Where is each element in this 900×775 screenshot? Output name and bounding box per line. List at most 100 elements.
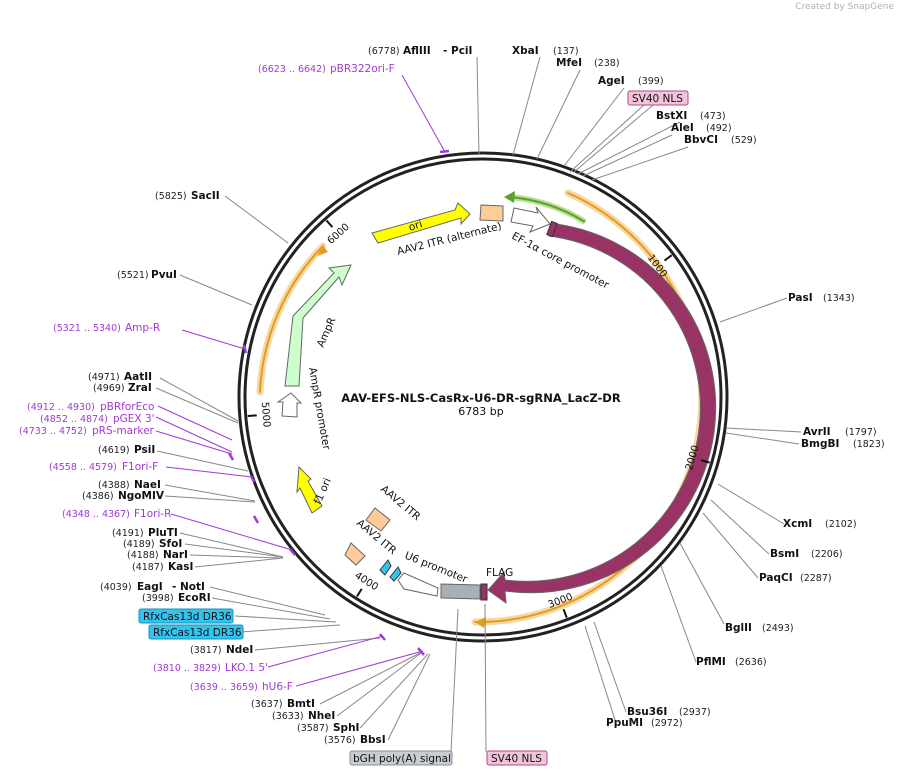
primer-range-hu6f: (3639 .. 3659) bbox=[190, 682, 258, 693]
feature-ampr[interactable] bbox=[284, 264, 352, 387]
feature-f1ori[interactable] bbox=[296, 465, 323, 514]
enzyme-name-agei[interactable]: AgeI bbox=[598, 75, 625, 87]
feature-label-flag: FLAG bbox=[486, 567, 513, 579]
enzyme-pos-sfoi: (4189) bbox=[123, 539, 155, 550]
enzyme-name-afliii[interactable]: AflIII bbox=[403, 45, 431, 57]
feature-efs[interactable] bbox=[510, 206, 551, 233]
primer-range-pbr322ori: (6623 .. 6642) bbox=[258, 64, 326, 75]
boxed-label-sv40nls-top[interactable]: SV40 NLS bbox=[627, 90, 689, 106]
enzyme-name-bglii[interactable]: BglII bbox=[725, 622, 752, 634]
feature-ori[interactable] bbox=[371, 202, 471, 244]
enzyme-pos-eagi: (4039) bbox=[100, 582, 132, 593]
feature-sv40nls-mark bbox=[546, 220, 558, 238]
primer-range-pgex3: (4852 .. 4874) bbox=[40, 414, 108, 425]
primer-range-f1ori-r: (4348 .. 4367) bbox=[62, 509, 130, 520]
feature-aav2itr-alt[interactable] bbox=[479, 204, 504, 222]
svg-text:RfxCas13d DR36: RfxCas13d DR36 bbox=[143, 611, 232, 623]
ruler-tick-5000 bbox=[247, 414, 257, 418]
enzyme-name-paqci[interactable]: PaqCI bbox=[759, 572, 793, 584]
enzyme-name-psii[interactable]: PsiI bbox=[134, 444, 155, 456]
enzyme-pos-paqci: (2287) bbox=[800, 573, 832, 584]
primer-range-lko15: (3810 .. 3829) bbox=[153, 663, 221, 674]
enzyme-pos-bsmi: (2206) bbox=[811, 549, 843, 560]
enzyme-name-kasi[interactable]: KasI bbox=[168, 561, 193, 573]
primer-name-pbrforeco[interactable]: pBRforEco bbox=[100, 401, 154, 413]
enzyme-name-ppumi[interactable]: PpuMI bbox=[606, 717, 643, 729]
enzyme-pos-xcmi: (2102) bbox=[825, 519, 857, 530]
boxed-label-bgh[interactable]: bGH poly(A) signal bbox=[349, 750, 453, 766]
enzyme-name-xbai[interactable]: XbaI bbox=[512, 45, 539, 57]
feature-bgh[interactable] bbox=[440, 583, 481, 600]
ruler-tick-4000 bbox=[356, 588, 363, 598]
boxed-labels: SV40 NLS RfxCas13d DR36 RfxCas13d DR36 b… bbox=[138, 90, 689, 766]
feature-ampr-promoter[interactable] bbox=[276, 392, 303, 418]
boxed-label-rfx-dr36-a[interactable]: RfxCas13d DR36 bbox=[138, 608, 234, 624]
enzyme-pos-sacii: (5825) bbox=[155, 191, 187, 202]
enzyme-name-pflmi[interactable]: PflMI bbox=[696, 656, 726, 668]
enzyme-name-pvui[interactable]: PvuI bbox=[151, 269, 177, 281]
feature-aav2itr-2[interactable] bbox=[344, 542, 366, 566]
enzyme-name-sphi[interactable]: SphI bbox=[333, 722, 359, 734]
enzyme-pos-bbsi: (3576) bbox=[324, 735, 356, 746]
enzyme-pos-bbvci: (529) bbox=[731, 135, 757, 146]
enzyme-name-nhei[interactable]: NheI bbox=[308, 710, 335, 722]
enzyme-name-naei[interactable]: NaeI bbox=[134, 479, 161, 491]
enzyme-pos-alei: (492) bbox=[706, 123, 732, 134]
ruler-tick-6000 bbox=[325, 219, 334, 228]
enzyme-pos-psii: (4619) bbox=[98, 445, 130, 456]
primer-name-f1ori-r[interactable]: F1ori-R bbox=[134, 508, 171, 520]
enzyme-name-bstxi[interactable]: BstXI bbox=[656, 110, 687, 122]
enzyme-name-sacii[interactable]: SacII bbox=[191, 190, 220, 202]
feature-flag[interactable] bbox=[480, 583, 488, 601]
primer-range-prs-marker: (4733 .. 4752) bbox=[19, 426, 87, 437]
primer-name-hu6f[interactable]: hU6-F bbox=[262, 681, 293, 693]
enzyme-name-avrii[interactable]: AvrII bbox=[803, 426, 831, 438]
feature-rfxcas13d[interactable] bbox=[487, 223, 717, 605]
primer-name-pbr322ori[interactable]: pBR322ori-F bbox=[330, 63, 395, 75]
enzyme-name-eagi[interactable]: EagI bbox=[137, 581, 163, 593]
enzyme-name-bsu36i[interactable]: Bsu36I bbox=[627, 706, 667, 718]
feature-dr36-a[interactable] bbox=[379, 559, 392, 576]
feature-label-f1ori: f1 ori bbox=[312, 476, 334, 506]
svg-text:bGH poly(A) signal: bGH poly(A) signal bbox=[353, 753, 451, 765]
plasmid-length: 6783 bp bbox=[458, 405, 503, 418]
enzyme-name-bsmi[interactable]: BsmI bbox=[770, 548, 799, 560]
enzyme-name-bbvci[interactable]: BbvCI bbox=[684, 134, 718, 146]
enzyme-pos-bsu36i: (2937) bbox=[679, 707, 711, 718]
primer-range-ampr: (5321 .. 5340) bbox=[53, 323, 121, 334]
primer-name-prs-marker[interactable]: pRS-marker bbox=[92, 425, 155, 437]
enzyme-name-zrai[interactable]: ZraI bbox=[128, 382, 152, 394]
enzyme-name-xcmi[interactable]: XcmI bbox=[783, 518, 812, 530]
feature-dr36-b[interactable] bbox=[389, 566, 402, 582]
enzyme-name-nari[interactable]: NarI bbox=[163, 549, 188, 561]
feature-label-ampr-promoter: AmpR promoter bbox=[306, 366, 332, 451]
enzyme-name-pluti[interactable]: PluTI bbox=[148, 527, 178, 539]
boxed-label-sv40nls-bottom[interactable]: SV40 NLS bbox=[486, 750, 548, 766]
primer-name-ampr[interactable]: Amp-R bbox=[125, 322, 160, 334]
boxed-label-rfx-dr36-b[interactable]: RfxCas13d DR36 bbox=[148, 624, 244, 640]
primer-name-pgex3[interactable]: pGEX 3' bbox=[113, 413, 155, 425]
enzyme-name-sfoi[interactable]: SfoI bbox=[159, 538, 182, 550]
enzyme-name-bbsi[interactable]: BbsI bbox=[360, 734, 386, 746]
ampr-orf-guide-line bbox=[259, 245, 324, 393]
svg-text:SV40 NLS: SV40 NLS bbox=[632, 93, 683, 105]
ruler-label-4000: 4000 bbox=[353, 570, 380, 593]
enzyme-name-bmgbi[interactable]: BmgBI bbox=[801, 438, 839, 450]
feature-aav2itr-1[interactable] bbox=[365, 507, 391, 532]
enzyme-name-pasi[interactable]: PasI bbox=[788, 292, 813, 304]
features bbox=[276, 202, 717, 605]
feature-u6[interactable] bbox=[397, 572, 439, 597]
enzyme-name-ecori[interactable]: EcoRI bbox=[178, 592, 211, 604]
enzyme-name-mfei[interactable]: MfeI bbox=[556, 57, 582, 69]
enzyme-name-bmti[interactable]: BmtI bbox=[287, 698, 315, 710]
enzyme-pos-aatii: (4971) bbox=[88, 372, 120, 383]
primer-name-f1ori-f[interactable]: F1ori-F bbox=[122, 461, 158, 473]
primer-name-lko15[interactable]: LKO.1 5' bbox=[225, 662, 268, 674]
ruler-tick-1000 bbox=[663, 254, 673, 262]
enzyme-pos-ndei: (3817) bbox=[190, 645, 222, 656]
enzyme-name-aatii[interactable]: AatII bbox=[124, 371, 152, 383]
enzyme-name-ndei[interactable]: NdeI bbox=[226, 644, 253, 656]
enzyme-name-ngomiv[interactable]: NgoMIV bbox=[118, 490, 165, 502]
enzyme-name-alei[interactable]: AleI bbox=[671, 122, 694, 134]
snapgene-credit: Created by SnapGene bbox=[795, 2, 894, 12]
